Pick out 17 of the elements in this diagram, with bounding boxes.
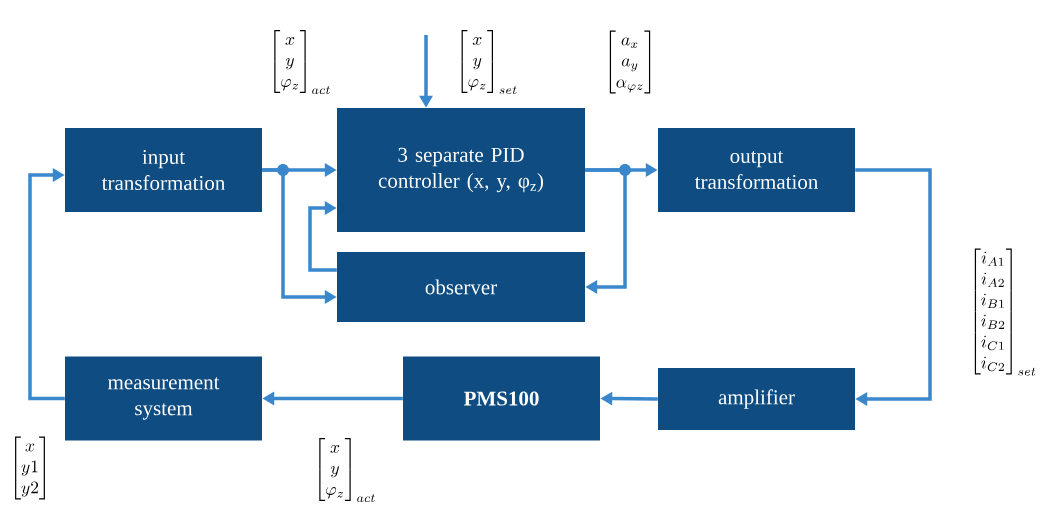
arrow [855, 168, 932, 406]
vector-label: $\begin{bmatrix}i_{A1}\\ i_{A2}\\ i_{B1}\\ i_{B2}\\ i_{C1}\\ i_{C2}\end{bmatrix}_{set}$ [974, 248, 1036, 376]
process-box: output transformation [658, 128, 855, 212]
process-box: input transformation [65, 128, 262, 212]
process-box: PMS100 [403, 356, 600, 441]
vector-label: $\begin{bmatrix}x\\ y\\ \varphi_z\end{bmatrix}_{set}$ [461, 30, 517, 95]
process-box: measurement system [65, 356, 262, 441]
vector-label: $\begin{bmatrix}x\\ y\\ \varphi_z\end{bmatrix}_{act}$ [319, 438, 375, 503]
arrow [28, 168, 65, 401]
vector-label: $\begin{bmatrix}x\\ y\\ \varphi_z\end{bmatrix}_{act}$ [274, 30, 330, 95]
vector-label: $\begin{bmatrix}a_x\\ a_y\\ \alpha_{\varphi z}\end{bmatrix}$ [609, 30, 651, 94]
process-box: amplifier [658, 368, 855, 430]
arrow [585, 168, 627, 294]
arrow [308, 201, 337, 272]
vector-label: $\begin{bmatrix}x\\ y1\\ y2\end{bmatrix}$ [15, 436, 45, 500]
process-box: observer [337, 252, 585, 322]
process-box: 3 separate PID controller (x, y, φ$_{z}$) [337, 108, 585, 232]
